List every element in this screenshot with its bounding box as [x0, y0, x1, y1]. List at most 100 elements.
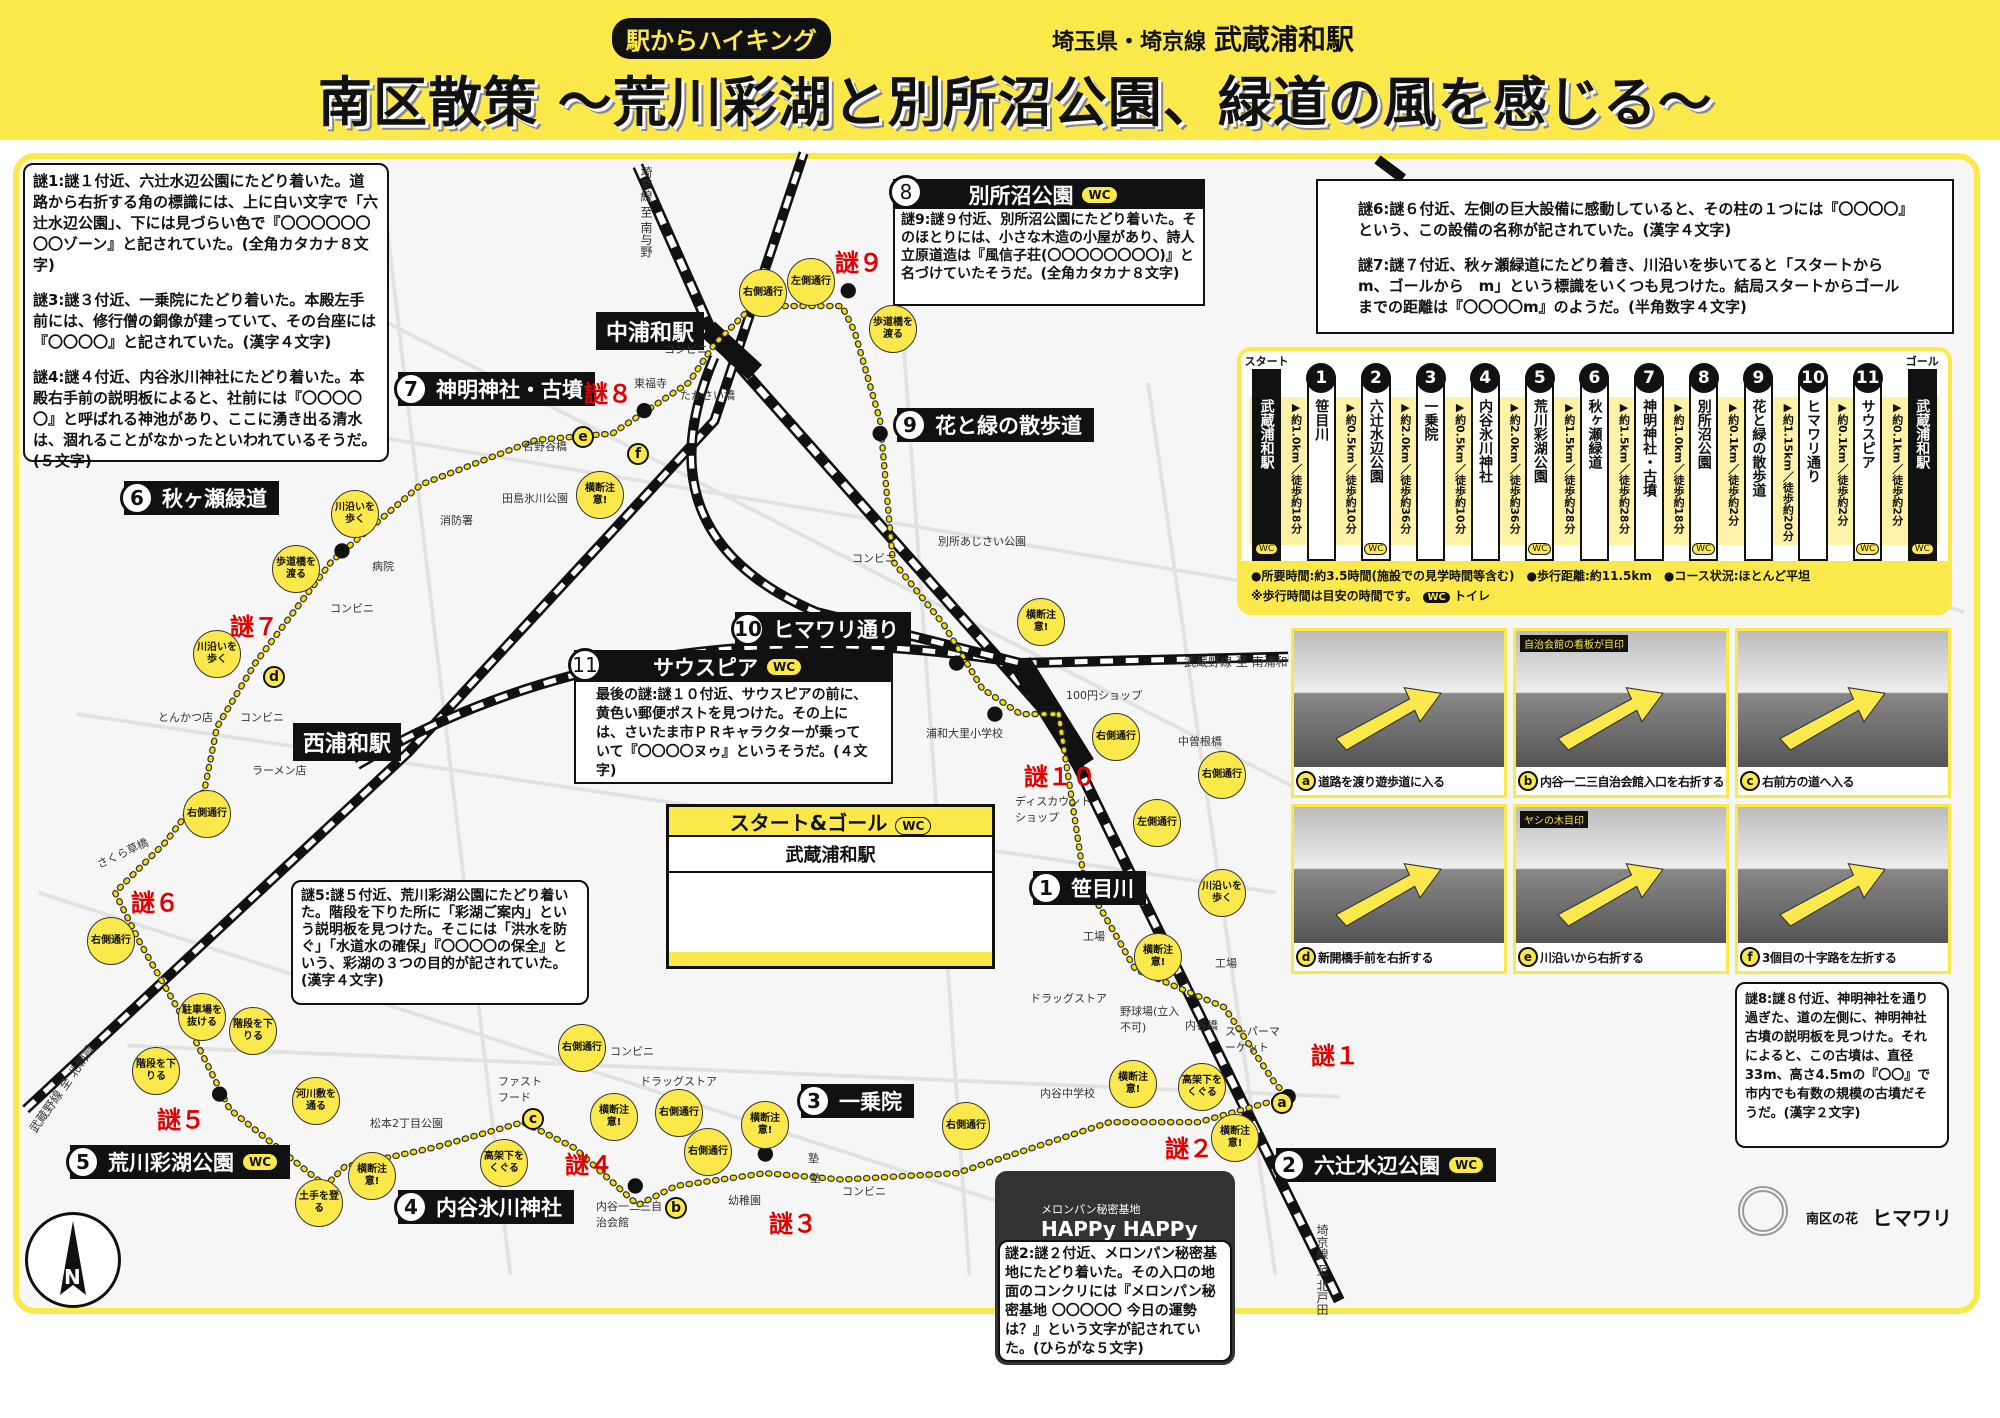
map-label: 中曽根橋: [1178, 735, 1222, 748]
line-label: 埼玉県・埼京線: [1052, 30, 1207, 55]
route-hint-bubble: 右側通行: [1198, 751, 1246, 799]
route-hint-bubble: 横断注意!: [576, 471, 624, 519]
nazo-marker-2: 謎２: [1165, 1135, 1213, 1163]
place-number: 2: [1272, 1148, 1306, 1182]
puzzle-box-5: 謎5:謎５付近、荒川彩湖公園にたどり着いた。階段を下りた所に「彩湖ご案内」という…: [291, 880, 589, 1005]
photo-overlay: ヤシの木目印: [1520, 811, 1588, 828]
map-label: とんかつ店: [158, 711, 213, 724]
route-stop-number: 6: [1579, 363, 1610, 393]
photo-marker-d[interactable]: d: [263, 666, 285, 688]
direction-arrow-icon: [1779, 686, 1886, 751]
map-label: 浦和大里小学校: [926, 727, 1003, 740]
place-number-8: 8: [889, 175, 923, 209]
route-stop-number: 10: [1798, 363, 1829, 393]
map-label: 野球場(立入不可): [1120, 1005, 1180, 1034]
place-number: 9: [893, 408, 927, 442]
route-stop-tag: スタート: [1244, 353, 1289, 369]
route-stop-name: 武蔵浦和駅: [1258, 399, 1275, 469]
photo-marker-b[interactable]: b: [665, 1197, 687, 1219]
route-note: ※歩行時間は目安の時間です。 WC トイレ: [1251, 586, 1938, 608]
direction-arrow-icon: [1557, 862, 1664, 927]
route-stop-number: 3: [1415, 363, 1446, 393]
photo-letter: e: [1518, 947, 1538, 967]
wc-badge: WC: [1448, 1156, 1485, 1174]
photo-caption-text: 川沿いから右折する: [1540, 950, 1644, 965]
place-9[interactable]: 9 花と緑の散歩道: [893, 408, 1094, 442]
route-hint-bubble: 駐車場を抜ける: [178, 993, 226, 1041]
route-note-text: ※歩行時間は目安の時間です。: [1251, 589, 1412, 603]
wc-badge: WC: [895, 817, 932, 835]
place-name: 一乗院: [839, 1090, 902, 1114]
map-label: 塾: [810, 1172, 821, 1185]
route-hint-bubble: 横断注意!: [1109, 1060, 1157, 1108]
map-label: 田島氷川公園: [502, 492, 568, 505]
place-name: 笹目川: [1071, 877, 1134, 901]
route-stop-number: 1: [1306, 363, 1337, 393]
route-segment: ▶約0.1km／徒歩約2分: [1726, 401, 1740, 526]
map-label: コンビニ: [610, 1045, 654, 1058]
nazo-marker-1: 謎１: [1311, 1042, 1359, 1070]
route-hint-bubble: 歩道橋を渡る: [869, 305, 917, 353]
route-stop-number: 7: [1634, 363, 1665, 393]
route-hint-bubble: 高架下をくぐる: [480, 1139, 528, 1187]
route-hint-bubble: 右側通行: [87, 917, 135, 965]
wc-badge: WC: [1255, 543, 1279, 555]
route-segment: ▶約1.0km／徒歩約18分: [1672, 401, 1686, 534]
place-number: 6: [120, 481, 154, 515]
wc-badge: WC: [1910, 543, 1934, 555]
route-hint-bubble: 左側通行: [1133, 799, 1181, 847]
ward-flower-name: ヒマワリ: [1872, 1206, 1952, 1230]
route-segment: ▶約0.5km／徒歩約10分: [1453, 401, 1467, 534]
route-hint-bubble: 左側通行: [787, 258, 835, 306]
photo-marker-f[interactable]: f: [627, 443, 649, 465]
melonpan-box: メロンパン秘密基地 HAPPy HAPPy 謎2:謎２付近、メロンパン秘密基地に…: [995, 1171, 1235, 1365]
route-hint-bubble: 右側通行: [1092, 713, 1140, 761]
map-label: コンビニ: [852, 552, 896, 565]
photo-marker-a[interactable]: a: [1271, 1092, 1293, 1114]
photo-marker-e[interactable]: e: [572, 426, 594, 448]
wc-badge: WC: [1856, 543, 1880, 555]
route-stop-tag: ゴール: [1905, 353, 1939, 369]
route-table: スタート武蔵浦和駅 WC ▶約1.0km／徒歩約18分 1 笹目川 ▶約0.5km／徒歩約…: [1237, 347, 1952, 615]
photo-caption-text: 3個目の十字路を左折する: [1762, 950, 1897, 965]
map-label: 工場: [1215, 957, 1237, 970]
wc-badge: WC: [242, 1153, 279, 1171]
place-name: 花と緑の散歩道: [935, 414, 1082, 438]
photo-marker-c[interactable]: c: [522, 1108, 544, 1130]
puzzle-9: 謎9:謎９付近、別所沼公園にたどり着いた。そのほとりには、小さな木造の小屋があり…: [901, 212, 1197, 282]
route-hint-bubble: 高架下をくぐる: [1178, 1063, 1226, 1111]
wc-legend-icon: WC: [1423, 592, 1450, 603]
station-nishi-urawa[interactable]: 西浦和駅: [293, 723, 402, 761]
photo-image: [1738, 631, 1948, 767]
route-hint-bubble: 土手を登る: [295, 1179, 343, 1227]
route-segment: ▶約0.1km／徒歩約2分: [1836, 401, 1850, 526]
photo-image: [1294, 631, 1504, 767]
puzzle-box-8: 謎8:謎８付近、神明神社を通り過ぎた、道の左側に、神明神社古墳の説明板を見つけた…: [1735, 982, 1949, 1148]
route-stop: 1 笹目川: [1306, 363, 1337, 561]
route-hint-bubble: 横断注意!: [348, 1152, 396, 1200]
route-stop-name: 笹目川: [1313, 399, 1330, 441]
map-label: コンビニ: [664, 343, 708, 356]
route-hint-bubble: 歩道橋を渡る: [272, 545, 320, 593]
station-naka-urawa[interactable]: 中浦和駅: [596, 312, 705, 350]
direction-arrow-icon: [1335, 862, 1442, 927]
nazo-marker-9: 謎９: [835, 249, 883, 277]
